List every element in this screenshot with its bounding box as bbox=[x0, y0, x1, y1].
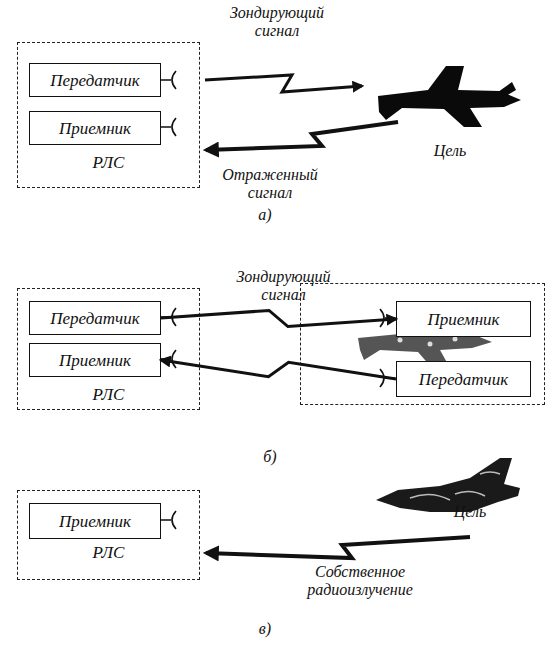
unit-label: Передатчик bbox=[50, 71, 139, 90]
annotation: Цель bbox=[440, 503, 500, 521]
annotation: Отраженный сигнал bbox=[210, 166, 330, 202]
unit-box: Приемник bbox=[29, 111, 161, 145]
unit-box: Приемник bbox=[29, 503, 161, 539]
antenna-symbol bbox=[160, 511, 176, 529]
unit-box: Передатчик bbox=[396, 361, 531, 397]
antenna-symbol bbox=[160, 118, 176, 136]
signal-arrow bbox=[161, 360, 396, 379]
station-label: РЛС bbox=[18, 543, 199, 562]
annotation: Собственное радиоизлучение bbox=[290, 563, 430, 599]
antenna-symbol bbox=[160, 350, 176, 368]
edge-label: Зондирующий сигнал bbox=[219, 268, 349, 304]
antenna-symbol bbox=[380, 369, 395, 387]
panel-letter: в) bbox=[245, 620, 285, 638]
unit-box: Передатчик bbox=[29, 301, 161, 335]
aircraft bbox=[378, 66, 521, 127]
antenna-symbol bbox=[160, 308, 176, 326]
annotation: Зондирующий сигнал bbox=[212, 4, 342, 40]
station-group-box: РЛС Приемник bbox=[17, 490, 200, 580]
station-label: РЛС bbox=[18, 153, 199, 172]
reflected-signal-arrow bbox=[206, 122, 398, 150]
station-group-box: РЛС ПередатчикПриемник bbox=[17, 288, 200, 410]
unit-box: Передатчик bbox=[29, 63, 161, 97]
unit-label: Приемник bbox=[59, 119, 131, 138]
emission-arrow bbox=[206, 537, 470, 558]
aircraft-tail bbox=[498, 82, 516, 96]
camouflage-spot bbox=[428, 342, 433, 347]
unit-label: Передатчик bbox=[50, 309, 139, 328]
aircraft bbox=[376, 458, 520, 512]
camouflage-spot bbox=[398, 338, 403, 343]
panel-letter: б) bbox=[250, 448, 290, 466]
station-label: РЛС bbox=[18, 385, 199, 404]
panel-letter: а) bbox=[245, 206, 285, 224]
signal-arrow bbox=[161, 310, 396, 326]
unit-label: Приемник bbox=[59, 512, 131, 531]
station-group-box: ПриемникПередатчик bbox=[300, 283, 545, 405]
station-group-box: РЛС ПередатчикПриемник bbox=[17, 42, 200, 188]
antenna-symbol bbox=[160, 71, 176, 89]
unit-label: Передатчик bbox=[419, 370, 508, 389]
unit-label: Приемник bbox=[427, 310, 499, 329]
unit-label: Приемник bbox=[59, 351, 131, 370]
annotation: Цель bbox=[420, 142, 480, 160]
probe-signal-arrow bbox=[205, 75, 362, 92]
unit-box: Приемник bbox=[29, 343, 161, 377]
unit-box: Приемник bbox=[396, 301, 531, 337]
camouflage-pattern bbox=[410, 472, 500, 500]
camouflage-spot bbox=[453, 337, 458, 342]
antenna-symbol bbox=[380, 309, 395, 327]
